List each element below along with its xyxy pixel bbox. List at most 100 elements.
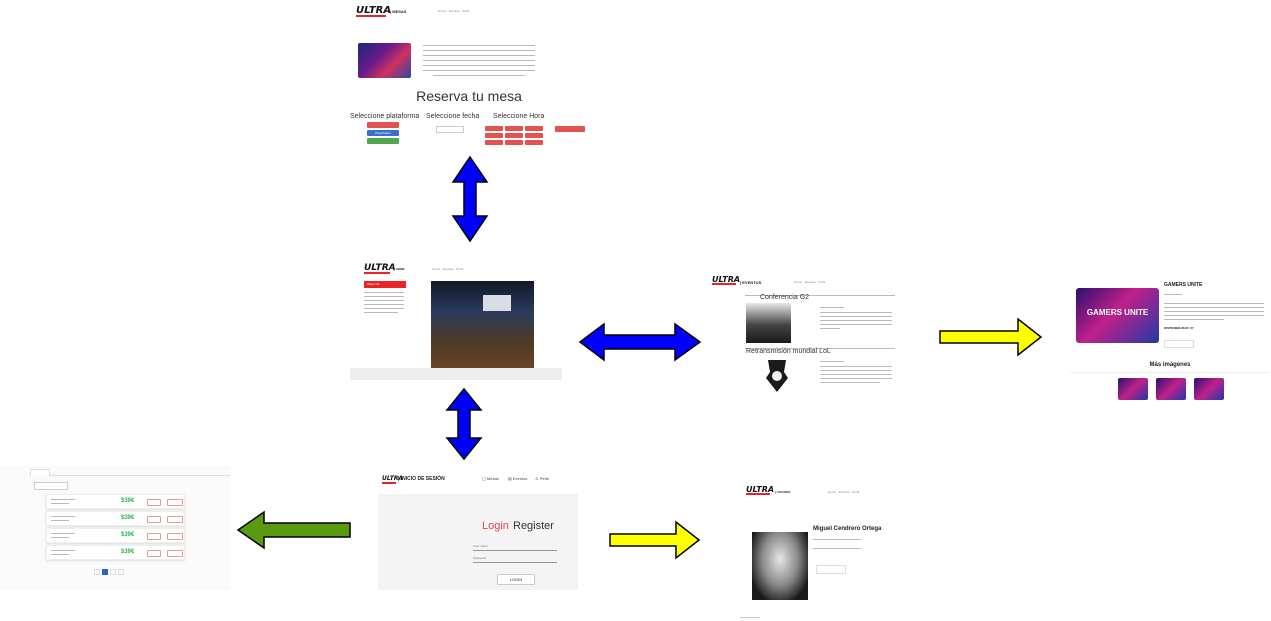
- tab-login[interactable]: Login: [482, 520, 509, 532]
- reservation-price: $39€: [121, 549, 135, 555]
- screenshot-reservations: $39€ $39€ $39€ $39€: [0, 466, 230, 590]
- arrow-home-login: [445, 387, 483, 461]
- worlds-trophy-image: [764, 358, 790, 394]
- reservation-card[interactable]: $39€: [46, 545, 185, 560]
- username-field[interactable]: User name: [473, 544, 557, 551]
- nav-links[interactable]: Home · Eventos · Perfil: [438, 9, 470, 13]
- logo-underline: [364, 272, 390, 274]
- banner-text: GAMERS UNITE: [1086, 308, 1149, 317]
- nav-mesas[interactable]: ▢ Mesas: [482, 476, 499, 481]
- date-input[interactable]: [436, 126, 464, 133]
- reservation-title: Reserva tu mesa: [416, 88, 522, 104]
- time-slot[interactable]: [525, 126, 543, 131]
- event-title: Retransmisión mundial LoL: [746, 348, 831, 355]
- login-background: Login Register User name Password LOGIN: [378, 494, 578, 590]
- delete-button[interactable]: [167, 499, 183, 506]
- platform-label: Seleccione plataforma: [350, 113, 420, 120]
- ultra-logo: ULTRA: [746, 485, 775, 494]
- nav-links[interactable]: Home · Eventos · Perfil: [828, 490, 860, 494]
- time-slot[interactable]: [505, 140, 523, 145]
- event-detail-title: GAMERS UNITE: [1164, 282, 1203, 288]
- gallery-thumb[interactable]: [1194, 378, 1224, 400]
- date-label: Seleccione fecha: [426, 113, 480, 120]
- delete-button[interactable]: [167, 550, 183, 557]
- logo-underline: [382, 482, 396, 484]
- time-label: Seleccione Hora: [493, 113, 545, 120]
- reservation-price: $39€: [121, 515, 135, 521]
- screenshot-usuario: ULTRA | USUARIO Home · Eventos · Perfil …: [740, 480, 900, 621]
- arrow-login-usuario: [609, 520, 701, 560]
- availability-label: DISPONIBILIDAD: 37: [1164, 326, 1194, 330]
- reservation-card[interactable]: $39€: [46, 511, 185, 526]
- screenshot-login: ULTRA | INICIO DE SESIÓN ▢ Mesas ▤ Event…: [378, 470, 578, 590]
- gallery-thumb[interactable]: [1156, 378, 1186, 400]
- divider: [745, 348, 895, 349]
- page-header: | INICIO DE SESIÓN: [398, 476, 445, 482]
- edit-button[interactable]: [147, 550, 161, 557]
- logo-underline: [712, 283, 736, 285]
- screenshot-home: ULTRA | HOME Home · Eventos · Perfil Abo…: [350, 260, 562, 380]
- arrow-eventos-detail: [939, 317, 1043, 357]
- event-banner-image: GAMERS UNITE: [1076, 288, 1159, 343]
- ultra-logo: ULTRA: [356, 5, 392, 16]
- time-slot[interactable]: [525, 133, 543, 138]
- filter-select[interactable]: [34, 482, 68, 490]
- platform-pc-button[interactable]: [367, 122, 399, 128]
- nav-events[interactable]: ▤ Eventos: [508, 476, 528, 481]
- time-slot[interactable]: [485, 133, 503, 138]
- nav-links[interactable]: Home · Eventos · Perfil: [794, 280, 826, 284]
- login-button[interactable]: LOGIN: [497, 574, 535, 585]
- gallery-thumb[interactable]: [1118, 378, 1148, 400]
- tab-active[interactable]: [30, 469, 50, 476]
- platform-xbox-button[interactable]: [367, 138, 399, 144]
- user-avatar: [752, 532, 808, 600]
- user-name: Miguel Cendrero Ortega: [813, 526, 882, 532]
- nav-profile[interactable]: ♙ Perfil: [535, 476, 549, 481]
- tab-register[interactable]: Register: [513, 520, 554, 532]
- event-photo-g2: [746, 303, 791, 343]
- edit-button[interactable]: [147, 516, 161, 523]
- venue-photo: [431, 281, 534, 368]
- time-slot[interactable]: [485, 126, 503, 131]
- screenshot-eventos: ULTRA | EVENTOS Home · Eventos · Perfil …: [708, 270, 908, 400]
- logo-underline: [356, 15, 386, 17]
- footer-text: [740, 617, 760, 618]
- time-slot[interactable]: [505, 126, 523, 131]
- page-header: | EVENTOS: [740, 280, 762, 285]
- time-slot[interactable]: [525, 140, 543, 145]
- reservation-price: $39€: [121, 498, 135, 504]
- screenshot-event-detail: GAMERS UNITE GAMERS UNITE DISPONIBILIDAD…: [1070, 278, 1270, 400]
- divider: [1070, 372, 1270, 373]
- reserve-event-button[interactable]: [1164, 340, 1194, 348]
- edit-profile-button[interactable]: [816, 565, 846, 574]
- delete-button[interactable]: [167, 516, 183, 523]
- time-slot[interactable]: [485, 140, 503, 145]
- ultra-logo: ULTRA: [382, 475, 404, 482]
- pagination[interactable]: [94, 569, 130, 575]
- arrow-mesas-home: [451, 155, 489, 243]
- page-header: | MESAS: [390, 9, 407, 14]
- time-slot[interactable]: [505, 133, 523, 138]
- footer-bar: [350, 368, 562, 380]
- delete-button[interactable]: [167, 533, 183, 540]
- reserve-button[interactable]: [555, 126, 585, 132]
- gaming-room-image: [358, 43, 411, 78]
- ultra-logo: ULTRA: [364, 263, 396, 273]
- reservation-card[interactable]: $39€: [46, 494, 185, 509]
- reservation-card[interactable]: $39€: [46, 528, 185, 543]
- edit-button[interactable]: [147, 533, 161, 540]
- event-title: Conferencia G2: [760, 294, 810, 301]
- about-us-banner: About Us: [364, 281, 406, 288]
- logo-underline: [746, 493, 770, 495]
- edit-button[interactable]: [147, 499, 161, 506]
- tab-strip: [30, 469, 230, 476]
- screenshot-mesas: ULTRA | MESAS Home · Eventos · Perfil Re…: [348, 0, 590, 146]
- more-images-title: Más imágenes: [1149, 362, 1191, 368]
- platform-playstation-button[interactable]: PlayStation: [367, 130, 399, 136]
- nav-links[interactable]: Home · Eventos · Perfil: [432, 267, 464, 271]
- divider: [745, 295, 895, 296]
- reservation-price: $39€: [121, 532, 135, 538]
- password-field[interactable]: Password: [473, 556, 557, 563]
- ultra-logo: ULTRA: [712, 275, 741, 284]
